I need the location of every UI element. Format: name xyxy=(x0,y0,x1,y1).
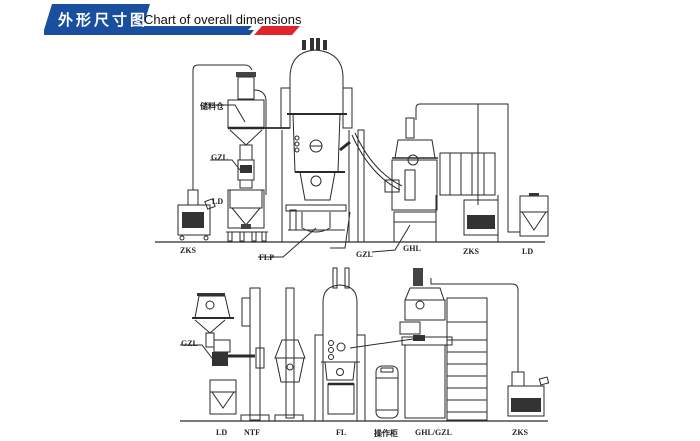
banner-stripes xyxy=(44,4,300,35)
banner-title-en: Chart of overall dimensions xyxy=(144,12,302,27)
flp-tower xyxy=(280,38,353,242)
label-gzl-top-mid: GZL xyxy=(356,250,373,259)
label-storage-bin: 储料仓 xyxy=(200,102,224,111)
ghl-unit xyxy=(384,103,520,243)
storage-bin-column xyxy=(226,72,290,242)
ntf-column xyxy=(240,287,306,422)
section-banner: 外形尺寸图 Chart of overall dimensions xyxy=(0,0,700,40)
zks-bottom-unit xyxy=(507,371,550,417)
label-ghl-gzl: GHL/GZL xyxy=(415,428,452,437)
top-layout xyxy=(155,38,549,258)
label-ld-small: LD xyxy=(212,197,224,206)
label-control-cabinet: 操作柜 xyxy=(374,429,398,438)
label-zks-top-left: ZKS xyxy=(180,246,197,255)
label-ld-bottom: LD xyxy=(216,428,228,437)
label-ghl: GHL xyxy=(403,244,421,253)
label-gzl-top-left: GZL xyxy=(211,153,228,162)
label-ntf: NTF xyxy=(244,428,260,437)
label-ld-top-right: LD xyxy=(522,247,534,256)
zks-left-unit xyxy=(177,64,253,241)
ghl-gzl-unit xyxy=(349,268,519,419)
control-cabinet xyxy=(375,365,399,419)
label-zks-bottom: ZKS xyxy=(512,428,529,437)
rack-unit xyxy=(446,297,488,421)
label-gzl-bottom: GZL xyxy=(181,339,198,348)
label-zks-top-right: ZKS xyxy=(463,247,480,256)
zks-right-unit xyxy=(435,152,499,242)
bottom-layout xyxy=(180,267,550,422)
fl-tower xyxy=(314,267,366,422)
banner-title-cn: 外形尺寸图 xyxy=(58,11,149,29)
label-flp: FLP xyxy=(259,253,275,262)
ld-right-unit xyxy=(519,193,549,237)
label-fl: FL xyxy=(336,428,347,437)
ld-gzl-stack xyxy=(192,293,255,415)
